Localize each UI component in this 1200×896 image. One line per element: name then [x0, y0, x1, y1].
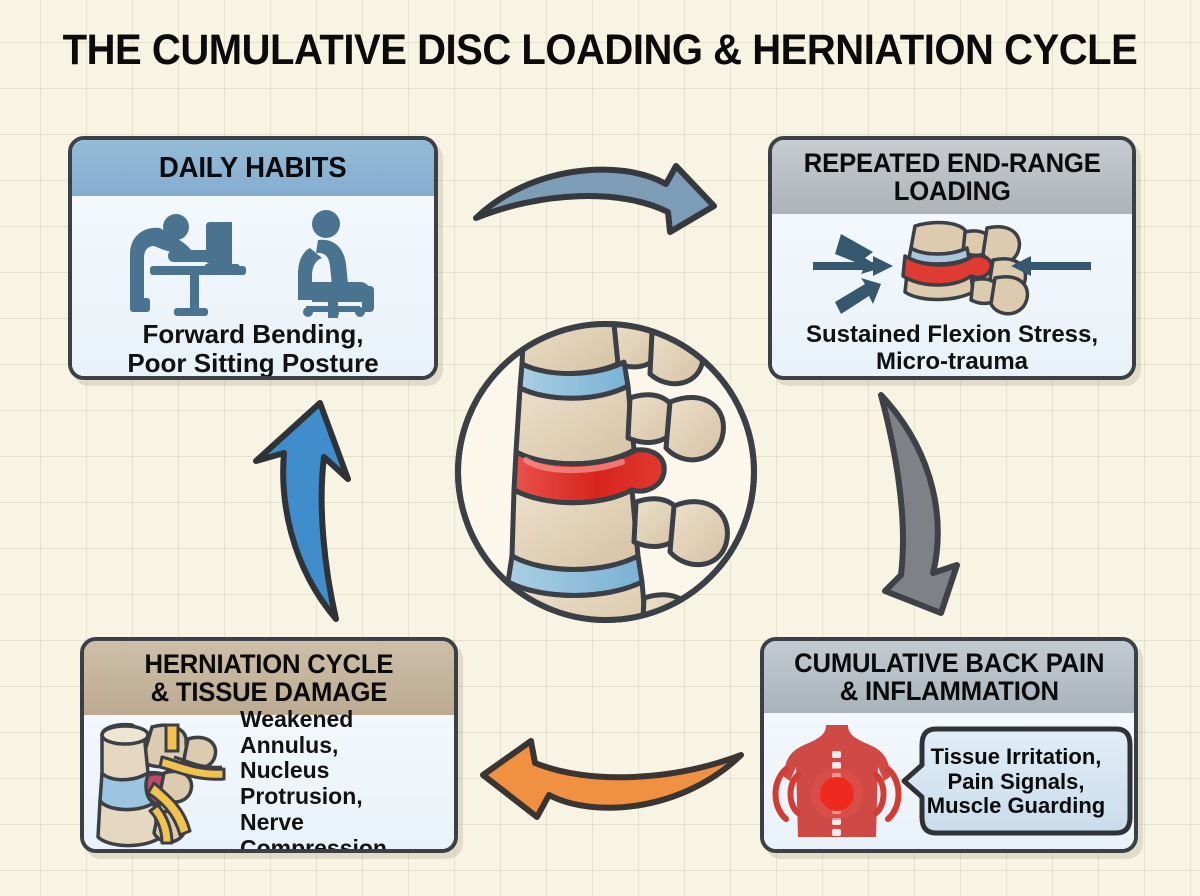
compressed-vertebrae-icon [813, 220, 1091, 316]
card-repeated-loading-body: Sustained Flexion Stress, Micro-trauma [772, 214, 1132, 376]
person-sitting-in-chair-icon [298, 210, 374, 318]
arrow-loading-to-pain [878, 392, 960, 616]
arrow-herniation-to-habits [253, 400, 351, 622]
card-cumulative-pain-body: Tissue Irritation, Pain Signals, Muscle … [764, 713, 1134, 849]
card-repeated-loading-header: REPEATED END-RANGE LOADING [772, 140, 1132, 214]
speech-bubble-icon [901, 726, 1133, 836]
arrow-habits-to-loading [473, 163, 717, 235]
inflamed-torso-icon [772, 725, 902, 837]
card-daily-habits-caption: Forward Bending, Poor Sitting Posture [127, 319, 379, 379]
card-daily-habits: DAILY HABITS [68, 136, 438, 380]
card-herniation-cycle-body: Weakened Annulus, Nucleus Protrusion, Ne… [84, 706, 454, 849]
lumbar-spine-cross-section [455, 321, 757, 623]
card-cumulative-pain-bubble-text: Tissue Irritation, Pain Signals, Muscle … [926, 744, 1106, 819]
card-cumulative-pain: CUMULATIVE BACK PAIN & INFLAMMATION [760, 637, 1138, 853]
person-bending-at-desk-icon [130, 214, 246, 316]
card-herniation-cycle: HERNIATION CYCLE & TISSUE DAMAGE [80, 637, 458, 853]
card-cumulative-pain-header: CUMULATIVE BACK PAIN & INFLAMMATION [764, 641, 1134, 713]
arrow-pain-to-herniation [480, 738, 744, 820]
card-repeated-loading-caption: Sustained Flexion Stress, Micro-trauma [805, 321, 1099, 375]
card-herniation-cycle-header: HERNIATION CYCLE & TISSUE DAMAGE [84, 641, 454, 715]
card-daily-habits-body: Forward Bending, Poor Sitting Posture [72, 196, 434, 379]
page-title: THE CUMULATIVE DISC LOADING & HERNIATION… [62, 26, 1138, 74]
card-repeated-loading: REPEATED END-RANGE LOADING [768, 136, 1136, 380]
card-daily-habits-header: DAILY HABITS [72, 140, 434, 196]
herniated-disc-nerve-icon [96, 722, 226, 848]
card-herniation-cycle-caption: Weakened Annulus, Nucleus Protrusion, Ne… [240, 705, 387, 853]
